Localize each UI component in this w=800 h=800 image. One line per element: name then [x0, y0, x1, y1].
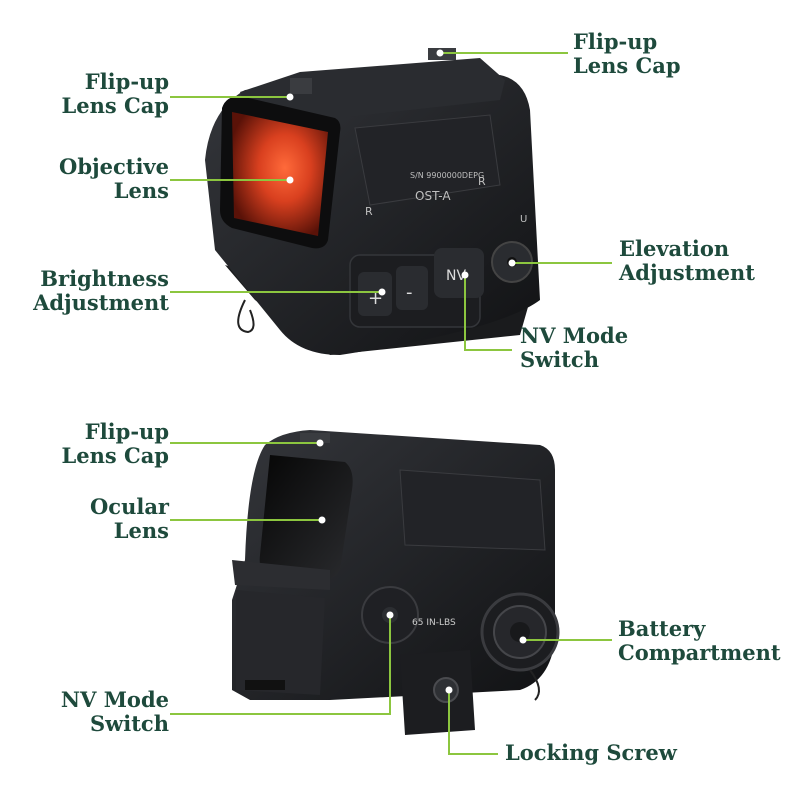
- top-sight: S/N 9900000DEPG OST-A R R + - NV U: [205, 48, 540, 355]
- side-r-mark-left: R: [365, 205, 373, 218]
- label-brightness-adjustment: Brightness Adjustment: [33, 266, 169, 315]
- brightness-plus-button[interactable]: [358, 272, 392, 316]
- nv-button-top[interactable]: [434, 248, 484, 298]
- svg-text:U: U: [520, 214, 527, 225]
- objective-lens: [232, 112, 328, 236]
- serial-mark: S/N 9900000DEPG: [410, 171, 484, 180]
- label-ocular-lens: Ocular Lens: [90, 494, 169, 543]
- label-nv-mode-switch-top: NV Mode Switch: [520, 323, 629, 372]
- label-battery-compartment: Battery Compartment: [618, 616, 781, 665]
- side-r-mark-right: R: [478, 175, 486, 188]
- bottom-sight: 65 IN-LBS: [232, 430, 560, 735]
- label-objective-lens: Objective Lens: [59, 154, 169, 203]
- svg-text:NV: NV: [446, 268, 466, 284]
- label-locking-screw: Locking Screw: [505, 740, 677, 765]
- label-flip-up-lens-cap-left: Flip-up Lens Cap: [61, 69, 169, 118]
- label-flip-up-lens-cap-right: Flip-up Lens Cap: [573, 29, 681, 78]
- svg-text:-: -: [406, 282, 413, 303]
- label-flip-up-lens-cap-bottom: Flip-up Lens Cap: [61, 419, 169, 468]
- flip-cap-left-mark: [290, 78, 312, 94]
- torque-mark: 65 IN-LBS: [412, 618, 456, 628]
- model-mark: OST-A: [415, 189, 451, 203]
- brightness-minus-button[interactable]: [396, 266, 428, 310]
- ocular-lens: [259, 455, 353, 580]
- leader-lines: [170, 49, 612, 755]
- label-elevation-adjustment: Elevation Adjustment: [619, 236, 755, 285]
- label-nv-mode-switch-bottom: NV Mode Switch: [60, 687, 169, 736]
